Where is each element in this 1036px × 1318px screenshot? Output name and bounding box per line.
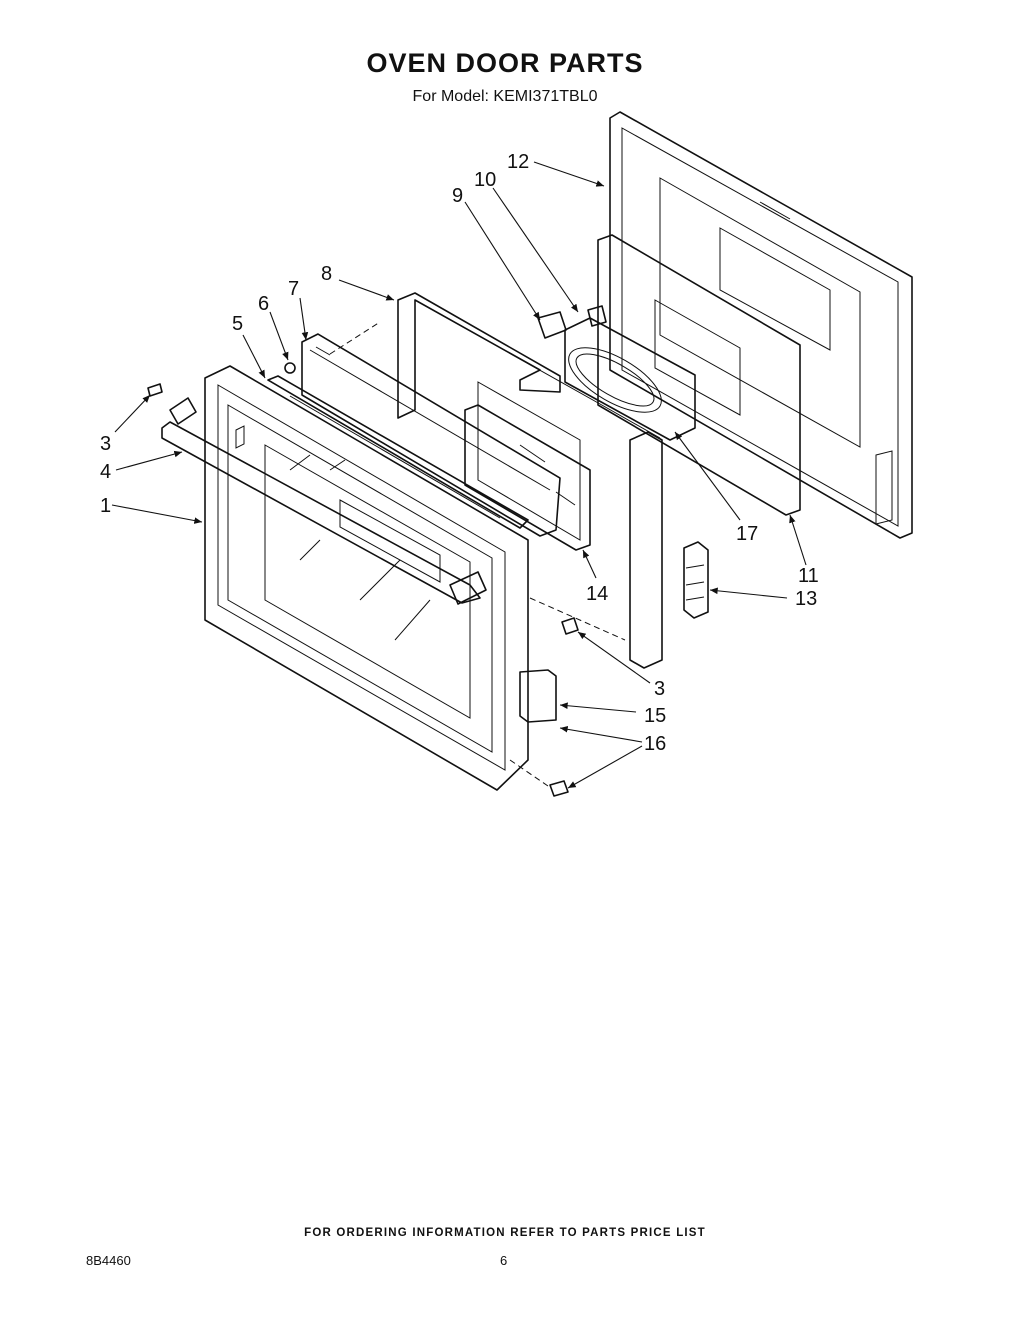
part-3-screw-top	[147, 383, 163, 397]
callout-label: 6	[258, 293, 269, 315]
callout-label: 4	[100, 461, 111, 483]
part-15-hinge	[519, 669, 557, 723]
part-7-top-trim	[301, 333, 561, 537]
part-8-inner-panel	[397, 292, 661, 541]
callout-label: 5	[232, 313, 243, 335]
callout-label: 11	[798, 565, 819, 587]
part-6-screw	[284, 362, 296, 374]
part-4-handle	[161, 397, 487, 605]
callout-label: 13	[795, 588, 817, 610]
callout-label: 17	[736, 523, 758, 545]
part-12-door-liner	[609, 111, 913, 539]
callout-numbers: 12 10 9 8 7 6 5 3 4 1 17 11 13 14 3 15 1…	[100, 151, 819, 755]
leader-lines	[111, 161, 807, 789]
part-3-screw-bottom	[561, 617, 579, 635]
callout-label: 12	[507, 151, 529, 173]
callout-label: 10	[474, 169, 496, 191]
callout-label: 8	[321, 263, 332, 285]
callout-label: 3	[654, 678, 665, 700]
page-title: OVEN DOOR PARTS	[366, 48, 644, 78]
callout-label: 14	[586, 583, 608, 605]
callout-label: 15	[644, 705, 666, 727]
part-16-screw	[549, 780, 569, 797]
callout-label: 3	[100, 433, 111, 455]
callout-label: 1	[100, 495, 111, 517]
model-subtitle: For Model: KEMI371TBL0	[412, 88, 598, 105]
callout-label: 7	[288, 278, 299, 300]
part-13-hinge-clip	[683, 541, 709, 619]
part-9-10-brackets	[537, 305, 607, 339]
part-channel-right	[629, 431, 663, 669]
part-11-insulation	[597, 234, 801, 516]
callout-label: 9	[452, 185, 463, 207]
page-number: 6	[500, 1253, 508, 1268]
callout-label: 16	[644, 733, 666, 755]
part-1-outer-door	[204, 365, 529, 791]
part-5-vent-strip	[267, 375, 529, 529]
document-number: 8B4460	[86, 1253, 131, 1268]
ordering-info-note: FOR ORDERING INFORMATION REFER TO PARTS …	[304, 1227, 706, 1239]
